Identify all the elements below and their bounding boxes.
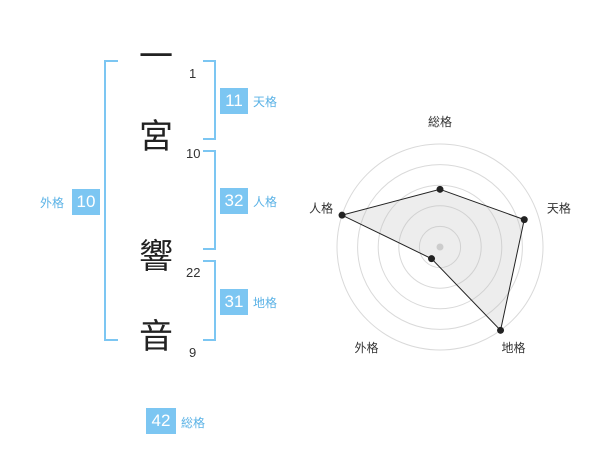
chikaku-value-badge: 31 bbox=[220, 289, 248, 315]
radar-grid-ring bbox=[398, 205, 482, 289]
radar-axis-label: 地格 bbox=[501, 340, 525, 355]
radar-axis-label: 総格 bbox=[428, 114, 452, 129]
gaikaku-value-badge: 10 bbox=[72, 189, 100, 215]
soukaku-label: 総格 bbox=[181, 416, 206, 430]
radar-axis-label: 人格 bbox=[309, 200, 333, 215]
radar-grid-ring bbox=[357, 164, 523, 330]
stroke-count-1: 1 bbox=[189, 66, 197, 81]
stroke-count-4: 9 bbox=[189, 345, 197, 360]
tenkaku-value-badge: 11 bbox=[220, 88, 248, 114]
jinkaku-label: 人格 bbox=[253, 195, 278, 209]
radar-axis-label: 外格 bbox=[355, 340, 379, 355]
radar-point bbox=[520, 216, 528, 224]
chikaku-label: 地格 bbox=[253, 296, 278, 310]
stroke-count-2: 10 bbox=[186, 146, 201, 161]
radar-point bbox=[436, 185, 444, 193]
soukaku-value-badge: 42 bbox=[146, 408, 176, 434]
gaikaku-label: 外格 bbox=[40, 196, 65, 210]
radar-grid-ring bbox=[377, 184, 503, 310]
radar-point bbox=[338, 211, 346, 219]
name-char-2: 宮 bbox=[139, 117, 173, 157]
tenkaku-bracket bbox=[203, 60, 216, 140]
name-char-1: 一 bbox=[139, 37, 173, 77]
jinkaku-value-badge: 32 bbox=[220, 188, 248, 214]
jinkaku-bracket bbox=[203, 150, 216, 250]
chikaku-bracket bbox=[203, 260, 216, 341]
radar-grid bbox=[336, 143, 544, 351]
tenkaku-label: 天格 bbox=[253, 95, 278, 109]
radar-center-dot bbox=[436, 243, 444, 251]
radar-points bbox=[338, 185, 528, 334]
name-char-4: 音 bbox=[139, 317, 173, 357]
radar-point bbox=[428, 255, 436, 263]
radar-grid-ring bbox=[336, 143, 544, 351]
stroke-count-3: 22 bbox=[186, 265, 201, 280]
gaikaku-bracket bbox=[104, 60, 118, 341]
name-char-3: 響 bbox=[139, 237, 173, 277]
radar-axis-label: 天格 bbox=[547, 200, 571, 215]
radar-point bbox=[497, 326, 505, 334]
